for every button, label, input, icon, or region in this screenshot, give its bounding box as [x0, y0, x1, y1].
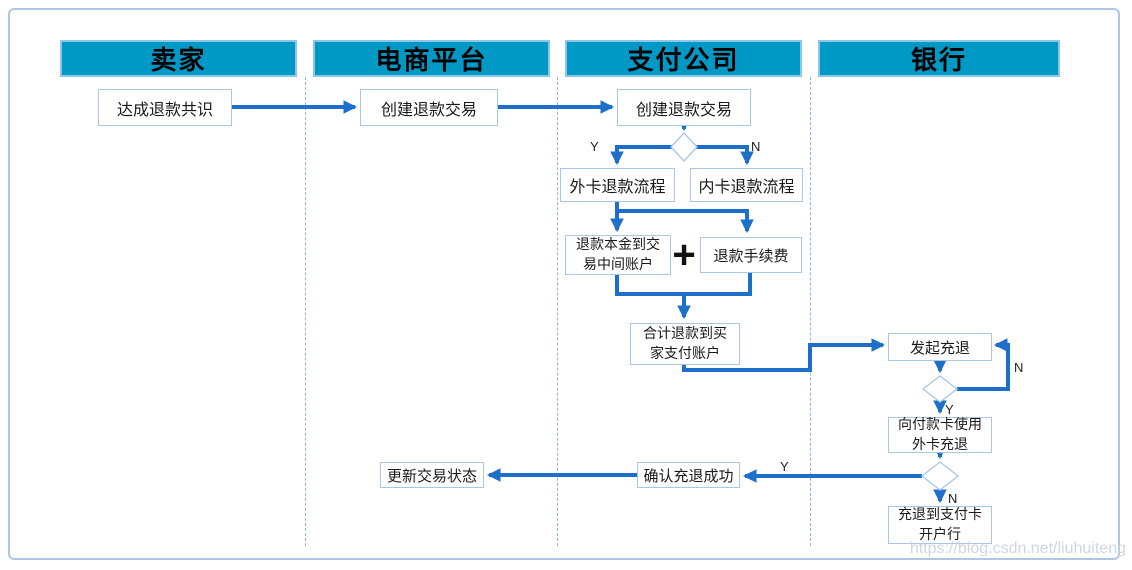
lane-header-bank: 银行 — [818, 40, 1060, 77]
lane-label: 电商平台 — [375, 45, 488, 75]
lane-header-seller: 卖家 — [60, 40, 297, 77]
node-platform-create-refund: 创建退款交易 — [360, 89, 498, 126]
lane-divider-2 — [557, 77, 558, 546]
node-initiate-chargeback: 发起充退 — [888, 333, 992, 361]
node-foreign-card-refund: 外卡退款流程 — [560, 168, 675, 202]
node-payment-create-refund: 创建退款交易 — [617, 89, 751, 126]
node-foreign-chargeback: 向付款卡使用外卡充退 — [888, 416, 992, 453]
lane-label: 支付公司 — [627, 45, 740, 75]
node-refund-fee: 退款手续费 — [700, 237, 802, 273]
node-reach-refund-consensus: 达成退款共识 — [98, 89, 232, 126]
lane-label: 银行 — [910, 45, 967, 75]
branch-label-yes: Y — [590, 139, 599, 154]
branch-label-yes: Y — [780, 459, 789, 474]
branch-label-no: N — [1014, 360, 1024, 375]
branch-label-yes: Y — [945, 402, 954, 417]
node-total-refund: 合计退款到买家支付账户 — [630, 323, 740, 365]
node-chargeback-issuing-bank: 充退到支付卡开户行 — [888, 506, 992, 544]
lane-header-payment: 支付公司 — [565, 40, 802, 77]
lane-divider-1 — [305, 77, 306, 546]
node-domestic-card-refund: 内卡退款流程 — [690, 168, 803, 202]
lane-divider-3 — [810, 77, 811, 546]
branch-label-no: N — [948, 491, 958, 506]
node-refund-principal: 退款本金到交易中间账户 — [565, 235, 671, 275]
plus-operator: + — [672, 233, 696, 277]
lane-label: 卖家 — [150, 45, 207, 75]
branch-label-no: N — [751, 139, 761, 154]
node-update-status: 更新交易状态 — [380, 462, 484, 488]
node-confirm-chargeback: 确认充退成功 — [637, 462, 740, 488]
lane-header-platform: 电商平台 — [313, 40, 550, 77]
